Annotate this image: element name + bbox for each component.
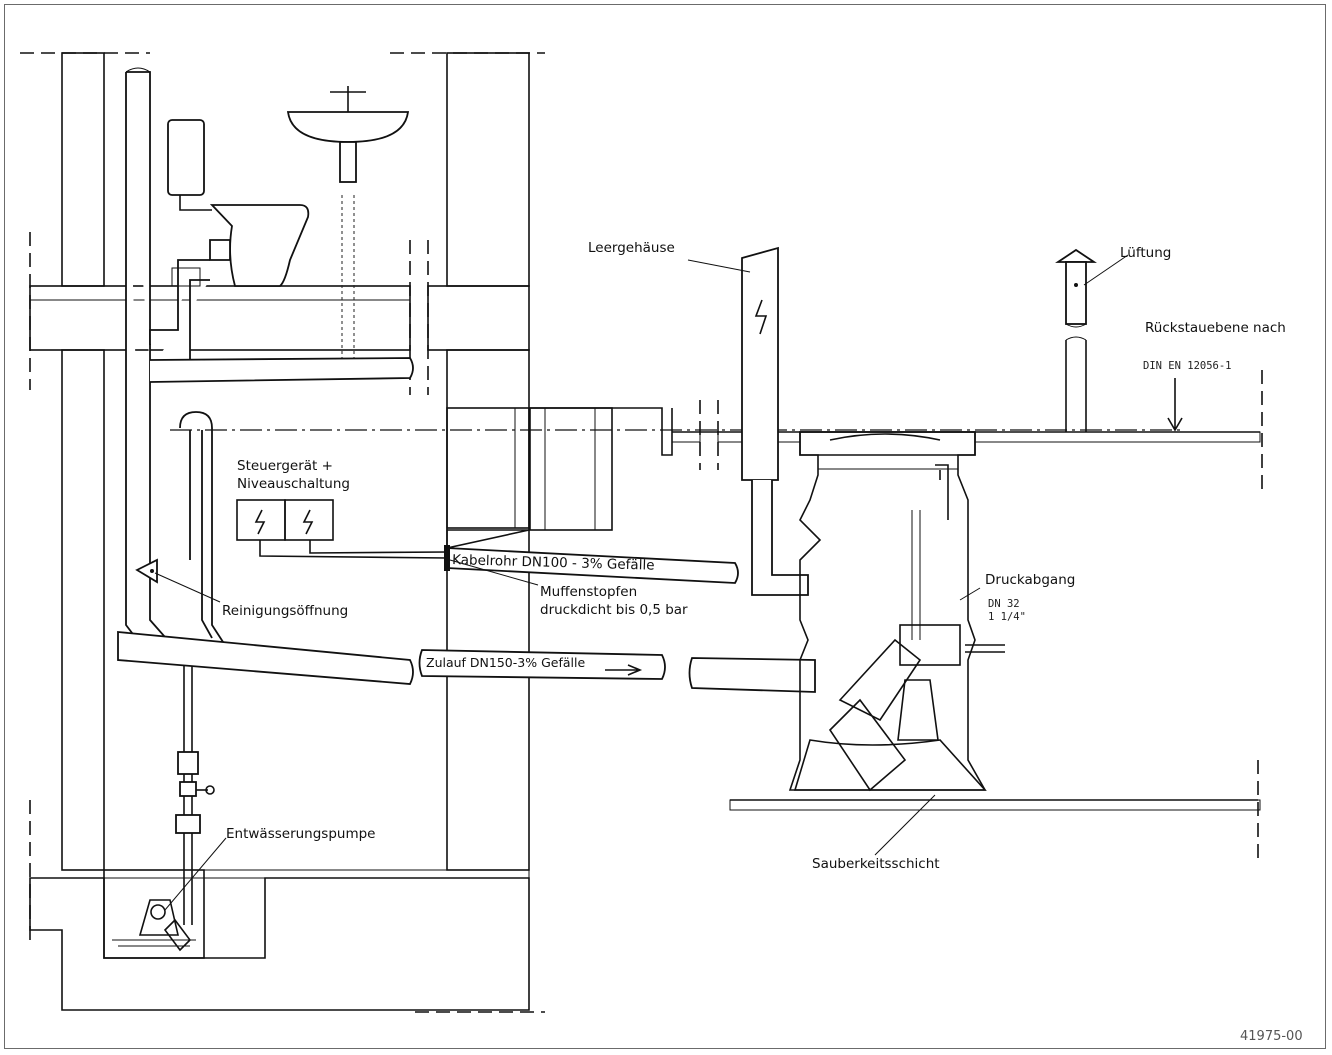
wash-basin bbox=[286, 86, 410, 380]
ceiling-drain-pipe bbox=[149, 357, 414, 383]
diagram-labels: Leergehäuse Lüftung Rückstauebene nach D… bbox=[222, 240, 1303, 1044]
label-reinigungsoeffnung: Reinigungsöffnung bbox=[222, 603, 348, 619]
arrow-up-icon bbox=[1055, 248, 1097, 263]
label-steuergeraet-1: Steuergerät + bbox=[237, 458, 333, 474]
lightning-bolt-icon bbox=[302, 509, 314, 535]
label-lueftung: Lüftung bbox=[1120, 245, 1171, 261]
inflow-pipe bbox=[117, 631, 816, 693]
label-steuergeraet-2: Niveauschaltung bbox=[237, 476, 350, 492]
pressure-line bbox=[175, 411, 226, 925]
basement-foundation bbox=[29, 800, 545, 1013]
control-unit bbox=[236, 499, 448, 559]
middle-wall bbox=[390, 52, 545, 871]
drawing-id: 41975-00 bbox=[1240, 1029, 1303, 1044]
wall-duct bbox=[446, 400, 719, 549]
flow-arrow-icon bbox=[605, 664, 643, 676]
cleaning-opening bbox=[135, 558, 158, 584]
lightning-bolt-icon bbox=[254, 509, 266, 535]
label-dn32: DN 32 bbox=[988, 598, 1020, 610]
cable-pipe bbox=[444, 545, 739, 584]
pump-shaft bbox=[729, 431, 1261, 860]
label-zulauf: Zulauf DN150-3% Gefälle bbox=[426, 655, 585, 670]
drawing-frame bbox=[4, 4, 1326, 1049]
label-leergehaeuse: Leergehäuse bbox=[588, 240, 675, 256]
label-kabelrohr: Kabelrohr DN100 - 3% Gefälle bbox=[452, 552, 655, 574]
lightning-bolt-icon bbox=[754, 299, 768, 335]
label-muffenstopfen-1: Muffenstopfen bbox=[540, 584, 637, 600]
label-sauberkeitsschicht: Sauberkeitsschicht bbox=[812, 856, 940, 872]
label-druckabgang: Druckabgang bbox=[985, 572, 1075, 588]
label-din-norm: DIN EN 12056-1 bbox=[1143, 360, 1232, 372]
label-zoll: 1 1/4" bbox=[988, 611, 1026, 623]
floor-slab bbox=[29, 232, 530, 395]
drainage-pump bbox=[138, 899, 192, 952]
label-muffenstopfen-2: druckdicht bis 0,5 bar bbox=[540, 602, 688, 618]
label-entwaesserungspumpe: Entwässerungspumpe bbox=[226, 826, 375, 842]
empty-housing bbox=[741, 246, 809, 596]
leader-lines bbox=[154, 254, 1129, 911]
ventilation-pipe bbox=[1055, 248, 1097, 432]
toilet bbox=[149, 119, 310, 371]
label-rueckstauebene: Rückstauebene nach bbox=[1145, 320, 1286, 336]
backflow-arrow bbox=[1167, 378, 1183, 432]
